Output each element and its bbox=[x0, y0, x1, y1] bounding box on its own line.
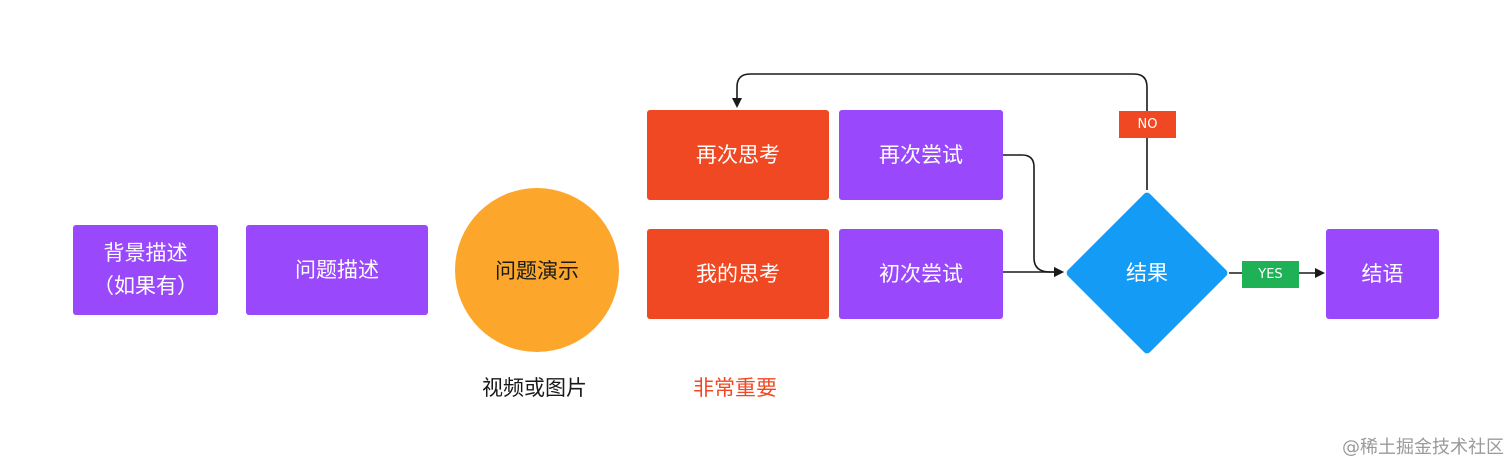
node-rethink: 再次思考 bbox=[647, 110, 829, 200]
node-problem-description: 问题描述 bbox=[246, 225, 428, 315]
no-label: NO bbox=[1119, 111, 1176, 138]
node-first-try: 初次尝试 bbox=[839, 229, 1003, 319]
connector-retry-to-result bbox=[1003, 154, 1064, 277]
node-problem-demo: 问题演示 bbox=[455, 188, 619, 352]
node-result-label: 结果 bbox=[1126, 261, 1168, 285]
yes-label: YES bbox=[1242, 261, 1299, 288]
node-conclusion: 结语 bbox=[1326, 229, 1439, 319]
node-my-thinking: 我的思考 bbox=[647, 229, 829, 319]
caption-very-important: 非常重要 bbox=[693, 376, 777, 400]
watermark: @稀土掘金技术社区 bbox=[1342, 437, 1504, 458]
node-background: 背景描述 （如果有） bbox=[73, 225, 218, 315]
node-retry: 再次尝试 bbox=[839, 110, 1003, 200]
caption-video-or-image: 视频或图片 bbox=[482, 376, 587, 400]
connector-no-loop bbox=[732, 73, 1148, 190]
